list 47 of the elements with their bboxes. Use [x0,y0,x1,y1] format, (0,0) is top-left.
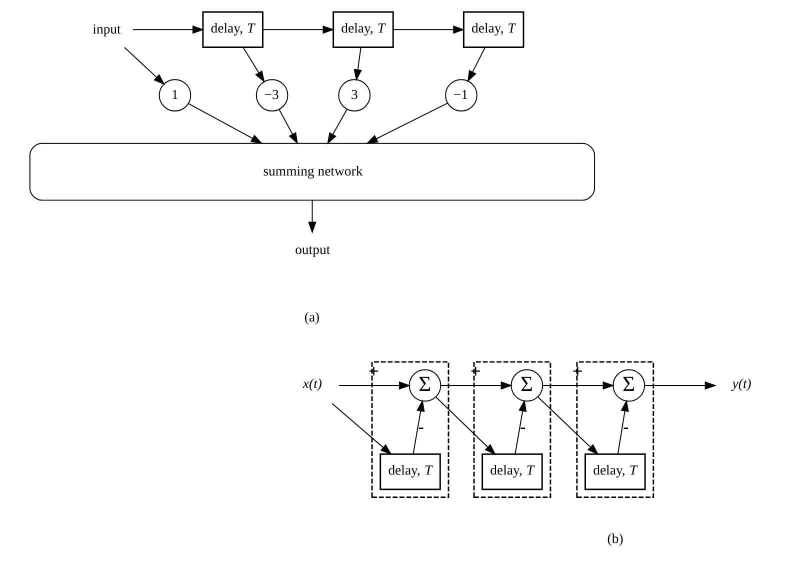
arrow [537,396,598,456]
node-box: delay, T [462,11,524,48]
node-circle: 1 [158,79,191,112]
label: (b) [606,531,623,546]
node-box: delay, T [379,453,440,490]
node-circle: 3 [338,79,370,112]
edge-label: - [418,416,424,437]
arrow [326,108,348,144]
arrow [616,400,628,454]
node-box: delay, T [584,453,646,490]
edge-label: - [520,416,526,437]
arrow [187,103,262,144]
arrow [412,400,424,454]
arrow [242,46,264,83]
arrow [466,46,486,82]
arrow [308,200,316,234]
arrow [440,381,512,390]
arrow [366,102,448,144]
node-box: delay, T [332,11,394,48]
arrow [262,26,334,34]
node-circle: −1 [444,79,477,112]
node-circle: Σ [510,369,543,402]
arrow [392,26,464,34]
node-text: input [92,21,120,36]
node-box: delay, T [481,453,542,490]
node-box: delay, T [202,11,263,48]
arrow [331,403,392,455]
node-circle: Σ [408,369,441,402]
arrow [123,46,165,86]
cluster [472,361,551,498]
arrow [353,46,362,82]
node-box: summing network [28,142,595,201]
edge-label: - [622,416,628,437]
node-circle: −3 [255,79,288,112]
node-text: y(t) [732,376,751,392]
arrow [435,396,496,456]
arrow [132,26,204,34]
arrow [278,109,298,144]
label: (a) [304,309,320,324]
node-circle: Σ [612,369,645,402]
arrow [644,381,716,390]
node-text: x(t) [302,376,322,392]
cluster [370,361,449,498]
node-text: output [294,242,330,257]
arrow [514,400,526,454]
arrow [542,381,614,390]
arrow [338,381,410,390]
